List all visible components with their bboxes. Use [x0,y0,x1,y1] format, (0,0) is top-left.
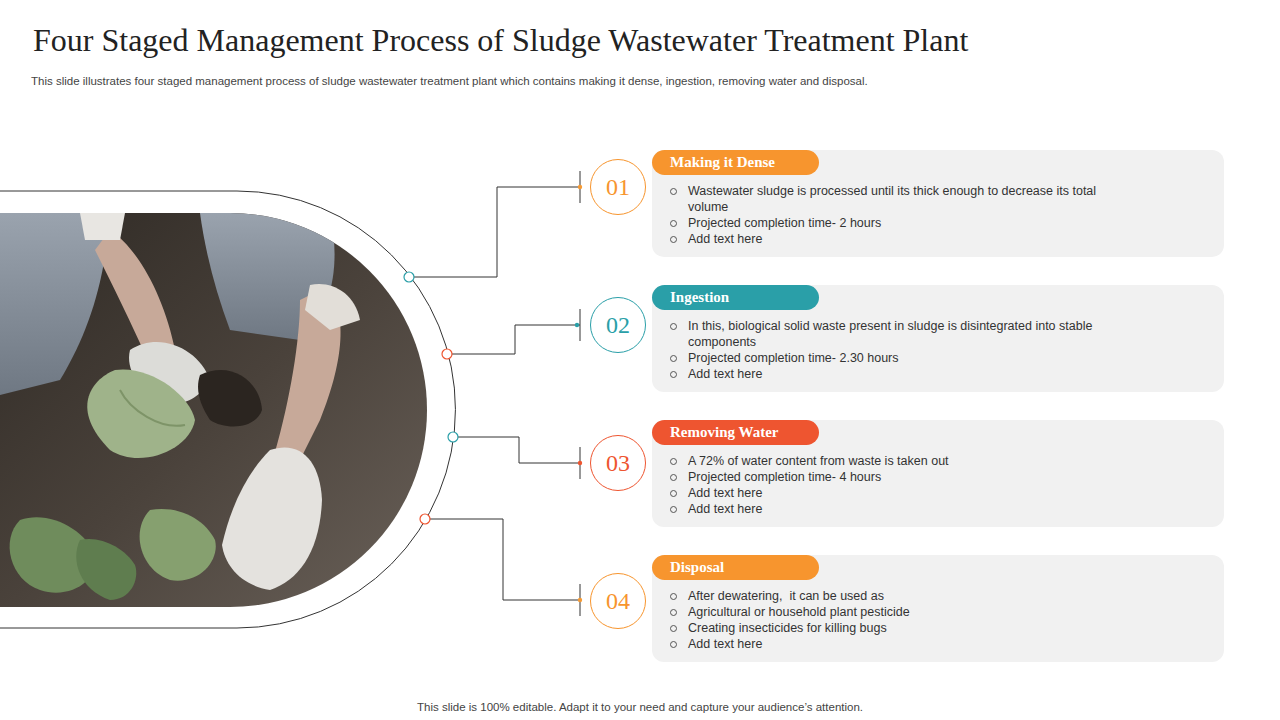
bullet-row: Add text here [688,501,1138,517]
bullet-row: After dewatering, it can be used as [688,588,1138,604]
bullet-row: Wastewater sludge is processed until its… [688,183,1138,215]
stage-heading: Ingestion [670,285,729,310]
callout-number: 02 [606,313,630,337]
content-panel: After dewatering, it can be used asAgric… [652,555,1224,662]
bullet-text: Projected completion time- 4 hours [688,469,1138,485]
bullet-text: After dewatering, it can be used as [688,588,1138,604]
bullet-marker [670,236,677,243]
heading-pill: Removing Water [652,420,819,445]
content-panel: A 72% of water content from waste is tak… [652,420,1224,527]
bullet-list: A 72% of water content from waste is tak… [688,453,1138,517]
bullet-row: Add text here [688,231,1138,247]
heading-pill: Ingestion [652,285,819,310]
bullet-list: After dewatering, it can be used asAgric… [688,588,1138,652]
bullet-marker [670,593,677,600]
bullet-marker [670,458,677,465]
bullet-list: In this, biological solid waste present … [688,318,1138,382]
bullet-text: Creating insecticides for killing bugs [688,620,1138,636]
bullet-marker [670,371,677,378]
bullet-marker [670,625,677,632]
bullet-row: Add text here [688,636,1138,652]
bullet-marker [670,355,677,362]
number-circle: 04 [590,573,646,629]
number-circle: 03 [590,435,646,491]
tick-dots [575,185,582,602]
bullet-row: Projected completion time- 2 hours [688,215,1138,231]
bullet-text: Add text here [688,485,1138,501]
bullet-list: Wastewater sludge is processed until its… [688,183,1138,247]
frame-arc [0,191,455,628]
number-circle: 01 [590,159,646,215]
stage-heading: Making it Dense [670,150,775,175]
bullet-text: Wastewater sludge is processed until its… [688,183,1138,215]
bullet-marker [670,220,677,227]
bullet-text: Projected completion time- 2.30 hours [688,350,1138,366]
arc-dots [404,272,458,524]
bullet-text: Add text here [688,366,1138,382]
heading-pill: Disposal [652,555,819,580]
bullet-text: In this, biological solid waste present … [688,318,1138,350]
bullet-marker [670,641,677,648]
bullet-row: Creating insecticides for killing bugs [688,620,1138,636]
slide-title: Four Staged Management Process of Sludge… [33,22,968,59]
bullet-row: A 72% of water content from waste is tak… [688,453,1138,469]
bullet-marker [670,474,677,481]
bullet-row: Projected completion time- 4 hours [688,469,1138,485]
content-panel: Wastewater sludge is processed until its… [652,150,1224,257]
leader-lines [412,171,580,616]
bullet-marker [670,188,677,195]
bullet-row: In this, biological solid waste present … [688,318,1138,350]
bullet-row: Add text here [688,366,1138,382]
bullet-marker [670,323,677,330]
bullet-text: Projected completion time- 2 hours [688,215,1138,231]
stage-heading: Disposal [670,555,724,580]
bullet-row: Agricultural or household plant pesticid… [688,604,1138,620]
footer-note: This slide is 100% editable. Adapt it to… [0,701,1280,713]
bullet-marker [670,609,677,616]
bullet-text: Add text here [688,636,1138,652]
number-circle: 02 [590,297,646,353]
bullet-marker [670,506,677,513]
bullet-text: A 72% of water content from waste is tak… [688,453,1138,469]
callout-number: 04 [606,589,630,613]
bullet-row: Projected completion time- 2.30 hours [688,350,1138,366]
heading-pill: Making it Dense [652,150,819,175]
bullet-row: Add text here [688,485,1138,501]
bullet-marker [670,490,677,497]
callout-number: 03 [606,451,630,475]
bullet-text: Agricultural or household plant pesticid… [688,604,1138,620]
callout-number: 01 [606,175,630,199]
bullet-text: Add text here [688,231,1138,247]
content-panel: In this, biological solid waste present … [652,285,1224,392]
slide-subtitle: This slide illustrates four staged manag… [31,74,1251,88]
stage-heading: Removing Water [670,420,778,445]
gardening-photo [0,213,440,613]
bullet-text: Add text here [688,501,1138,517]
